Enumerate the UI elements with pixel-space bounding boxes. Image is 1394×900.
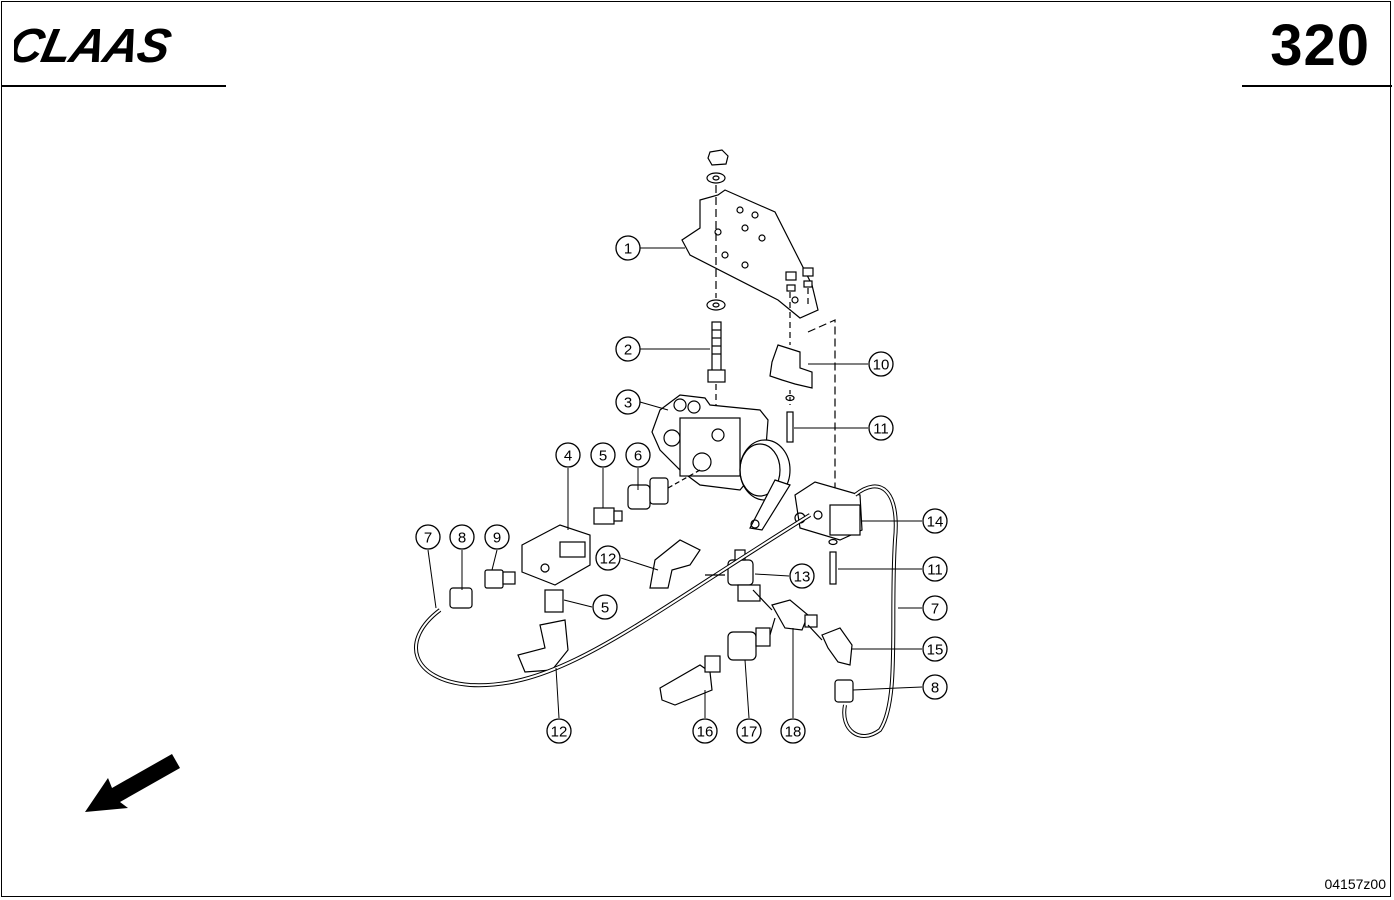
part-tee-2 (771, 599, 818, 631)
callout-label: 1 (624, 241, 632, 258)
callout-11: 11 (868, 415, 894, 441)
part-solenoid (794, 481, 863, 541)
part-block (521, 524, 591, 586)
part-clip (769, 344, 813, 389)
callout-2: 2 (615, 336, 641, 362)
callout-circle (922, 595, 948, 621)
callout-circle (615, 389, 641, 415)
callout-circle (449, 524, 475, 550)
callout-12: 12 (546, 718, 572, 744)
callout-7: 7 (415, 524, 441, 550)
callout-label: 10 (873, 357, 890, 374)
part-pressure-switch (659, 655, 721, 706)
page-number-underline (1242, 85, 1392, 87)
direction-arrow-icon (85, 754, 180, 812)
callout-label: 17 (741, 724, 758, 741)
callout-label: 9 (493, 530, 501, 547)
part-hose (414, 484, 898, 738)
callout-label: 2 (624, 342, 632, 359)
part-bolt (707, 321, 726, 383)
callout-9: 9 (484, 524, 510, 550)
callout-circle (922, 636, 948, 662)
part-union (627, 469, 701, 510)
callout-17: 17 (736, 718, 762, 744)
callout-circle (415, 524, 441, 550)
callout-circle (615, 336, 641, 362)
callout-circle (692, 718, 718, 744)
callout-circle (595, 545, 621, 571)
callout-label: 18 (785, 724, 802, 741)
callout-label: 12 (600, 551, 617, 568)
callout-circle (592, 594, 618, 620)
callout-circle (555, 442, 581, 468)
part-nut (706, 149, 729, 311)
part-bracket-plate (681, 189, 819, 319)
callout-circle (484, 524, 510, 550)
part-elbow (517, 539, 701, 673)
callout-13: 13 (789, 563, 815, 589)
callout-circle (922, 508, 948, 534)
callout-circle (546, 718, 572, 744)
logo-underline (1, 85, 226, 87)
callout-label: 7 (931, 601, 939, 618)
callout-10: 10 (868, 351, 894, 377)
callout-label: 5 (601, 600, 609, 617)
callout-circle (922, 556, 948, 582)
callout-7: 7 (922, 595, 948, 621)
part-elbow-2 (821, 627, 854, 703)
callout-label: 6 (634, 448, 642, 465)
callout-circle (868, 415, 894, 441)
callout-label: 12 (551, 724, 568, 741)
callout-label: 8 (458, 530, 466, 547)
part-nipple (449, 569, 516, 609)
callout-label: 7 (424, 530, 432, 547)
callout-circle (625, 442, 651, 468)
part-fitting (544, 507, 623, 613)
callout-label: 8 (931, 680, 939, 697)
callout-circle (868, 351, 894, 377)
page-number: 320 (1270, 13, 1370, 78)
callout-14: 14 (922, 508, 948, 534)
callout-circle (736, 718, 762, 744)
callout-11: 11 (922, 556, 948, 582)
callout-circle (590, 442, 616, 468)
callout-8: 8 (449, 524, 475, 550)
part-small-nuts (785, 267, 814, 292)
callout-16: 16 (692, 718, 718, 744)
callout-label: 15 (927, 642, 944, 659)
callout-label: 4 (564, 448, 572, 465)
callout-5: 5 (590, 442, 616, 468)
part-valve-body (651, 394, 791, 531)
callout-3: 3 (615, 389, 641, 415)
callout-5: 5 (592, 594, 618, 620)
callout-label: 16 (697, 724, 714, 741)
callout-circle (780, 718, 806, 744)
callout-circle (922, 674, 948, 700)
part-screw (785, 394, 838, 585)
callout-8: 8 (922, 674, 948, 700)
callout-label: 14 (927, 514, 944, 531)
callout-6: 6 (625, 442, 651, 468)
callout-4: 4 (555, 442, 581, 468)
part-tee (727, 549, 761, 602)
callout-label: 5 (599, 448, 607, 465)
callout-label: 11 (927, 562, 943, 579)
callout-circle (789, 563, 815, 589)
callout-label: 13 (794, 569, 811, 586)
callout-circle (615, 235, 641, 261)
callout-18: 18 (780, 718, 806, 744)
svg-text:CLAAS: CLAAS (14, 22, 175, 66)
callout-15: 15 (922, 636, 948, 662)
part-union-2 (727, 627, 771, 661)
drawing-code: 04157z00 (1324, 876, 1386, 892)
callout-label: 11 (873, 421, 889, 438)
callout-label: 3 (624, 395, 632, 412)
callout-12: 12 (595, 545, 621, 571)
callout-1: 1 (615, 235, 641, 261)
leader-lines (427, 247, 923, 719)
claas-logo: CLAAS (14, 22, 175, 66)
